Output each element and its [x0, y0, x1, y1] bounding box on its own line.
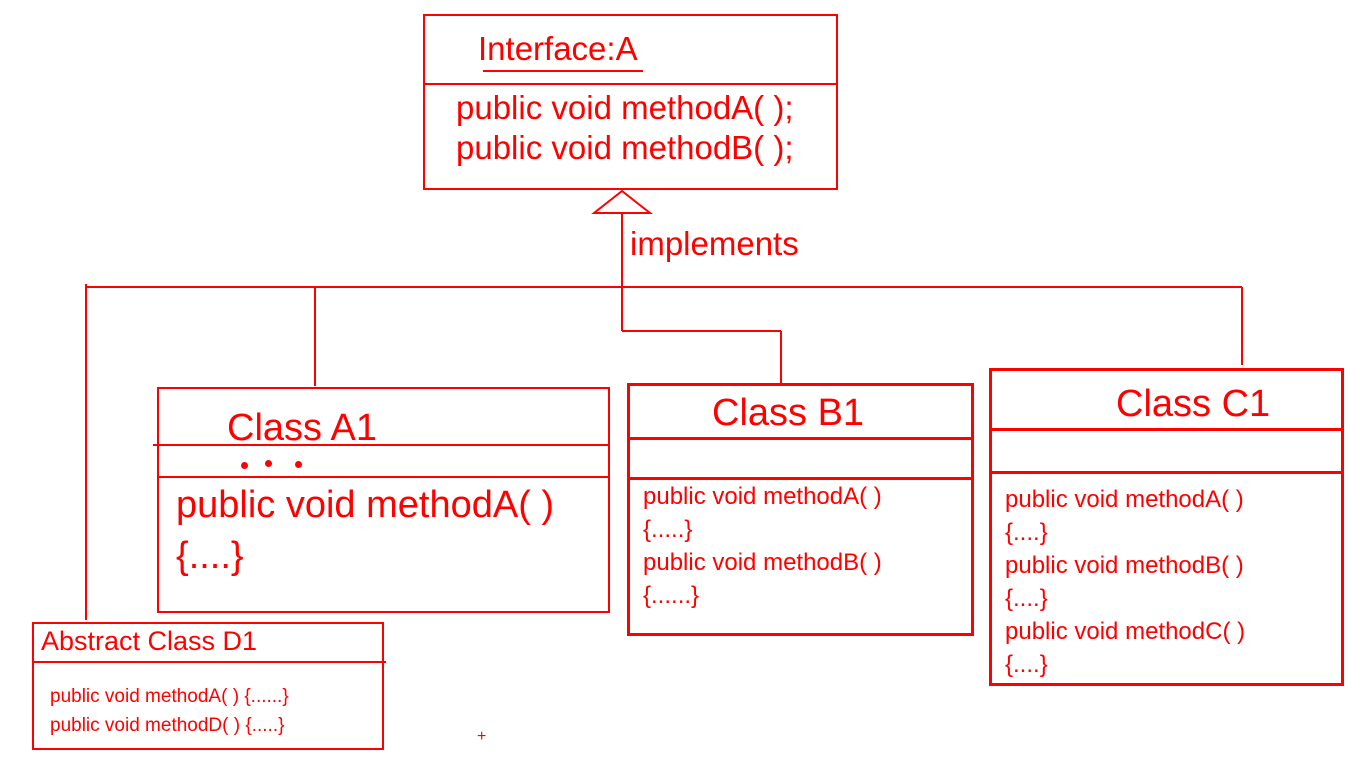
interface-method-b: public void methodB( );: [456, 129, 794, 166]
class-a1-method: public void methodA( ): [176, 484, 555, 526]
class-c1-title: Class C1: [1116, 383, 1271, 425]
interface-method-a: public void methodA( );: [456, 89, 794, 126]
class-b1-title: Class B1: [712, 392, 865, 434]
class-c1-box: Class C1 public void methodA( ) {....} p…: [989, 368, 1344, 686]
class-a1-divider-1: [153, 444, 608, 446]
interface-title-underline: [483, 70, 643, 72]
class-a1-box: Class A1 public void methodA( ) {....}: [153, 387, 610, 613]
class-c1-line-1: public void methodA( ): [1005, 486, 1244, 513]
class-b1-box: Class B1 public void methodA( ) {.....} …: [627, 383, 974, 636]
abstract-class-d1-title: Abstract Class D1: [41, 626, 258, 656]
interface-a-title: Interface:A: [478, 30, 638, 67]
implements-label: implements: [630, 225, 799, 262]
class-a1-method-body: {....}: [176, 535, 244, 577]
class-a1-divider-2: [159, 476, 608, 478]
class-c1-line-2: {....}: [1005, 519, 1048, 546]
class-b1-line-4: {......}: [643, 582, 700, 609]
abstract-class-d1-box: Abstract Class D1 public void methodA( )…: [32, 622, 386, 750]
class-b1-line-3: public void methodB( ): [643, 549, 882, 576]
ellipsis-dot: [295, 461, 302, 468]
stray-plus-mark: +: [477, 728, 487, 745]
ellipsis-dot: [241, 462, 248, 469]
class-c1-line-4: {....}: [1005, 585, 1048, 612]
implements-arrowhead: [591, 189, 653, 214]
class-c1-line-3: public void methodB( ): [1005, 552, 1244, 579]
interface-divider: [425, 83, 836, 85]
abstract-class-d1-divider: [34, 661, 386, 663]
class-c1-divider-2: [992, 471, 1341, 474]
class-c1-line-6: {....}: [1005, 651, 1048, 678]
class-c1-line-5: public void methodC( ): [1005, 618, 1246, 645]
interface-a-box: Interface:A public void methodA( ); publ…: [423, 14, 838, 190]
class-b1-line-2: {.....}: [643, 516, 693, 543]
class-c1-divider-1: [992, 428, 1341, 431]
class-b1-line-1: public void methodA( ): [643, 483, 882, 510]
ellipsis-dot: [265, 460, 272, 467]
abstract-class-d1-line-2: public void methodD( ) {.....}: [50, 715, 285, 736]
abstract-class-d1-line-1: public void methodA( ) {......}: [50, 686, 289, 707]
class-b1-divider-2: [630, 477, 971, 480]
class-a1-title: Class A1: [227, 407, 377, 449]
class-b1-divider-1: [630, 437, 971, 440]
